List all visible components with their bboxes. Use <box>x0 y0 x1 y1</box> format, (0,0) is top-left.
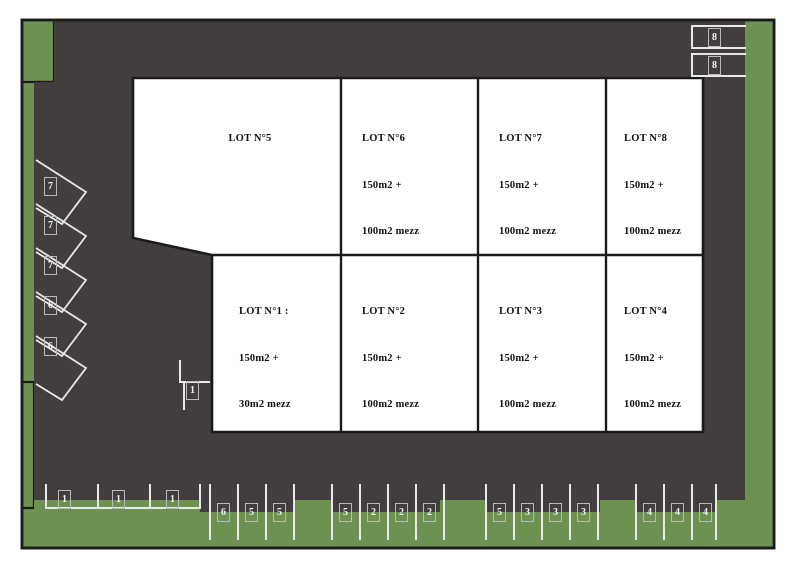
bay-number-bottom-5[interactable]: 5 <box>245 503 258 522</box>
parking-bottom-lines <box>45 484 717 540</box>
bay-6-a-outline[interactable] <box>35 291 88 358</box>
parking-top-right <box>691 25 746 77</box>
bay-number-bottom-13[interactable]: 3 <box>549 503 562 522</box>
parking-interior <box>179 360 210 410</box>
bay-8-b-outline[interactable] <box>691 53 746 77</box>
bay-number-top-right-2[interactable]: 8 <box>708 56 721 75</box>
green-notch-5 <box>716 500 774 548</box>
bay-number-bottom-2[interactable]: 1 <box>112 490 125 509</box>
driveway-right-arm <box>700 20 745 440</box>
bay-6-b-outline[interactable] <box>35 335 88 402</box>
building-block <box>131 76 705 434</box>
green-notch-2 <box>294 500 332 548</box>
bay-number-diagonal-1[interactable]: 7 <box>44 177 57 196</box>
bay-interior-1-outline[interactable] <box>179 360 210 383</box>
driveway-bottom-band <box>34 432 745 512</box>
bay-number-bottom-17[interactable]: 4 <box>699 503 712 522</box>
bay-7-b-outline[interactable] <box>35 203 88 270</box>
bay-number-bottom-7[interactable]: 5 <box>339 503 352 522</box>
bay-number-interior[interactable]: 1 <box>186 381 199 400</box>
parcel-outline <box>20 18 776 550</box>
green-notch-4 <box>600 500 636 548</box>
bay-number-bottom-16[interactable]: 4 <box>671 503 684 522</box>
bay-number-bottom-10[interactable]: 2 <box>423 503 436 522</box>
bay-number-bottom-3[interactable]: 1 <box>166 490 179 509</box>
bay-8-a-outline[interactable] <box>691 25 746 49</box>
bay-number-bottom-11[interactable]: 5 <box>493 503 506 522</box>
bay-number-diagonal-3[interactable]: 7 <box>44 256 57 275</box>
bay-7-c-outline[interactable] <box>35 247 88 314</box>
bay-number-bottom-14[interactable]: 3 <box>577 503 590 522</box>
bay-number-diagonal-2[interactable]: 7 <box>44 216 57 235</box>
bay-number-diagonal-4[interactable]: 6 <box>44 296 57 315</box>
green-notch-3 <box>440 500 486 548</box>
bay-number-top-right-1[interactable]: 8 <box>708 28 721 47</box>
bay-number-bottom-8[interactable]: 2 <box>367 503 380 522</box>
bay-number-bottom-6[interactable]: 5 <box>273 503 286 522</box>
parking-left-diagonal <box>35 159 88 402</box>
bay-number-bottom-15[interactable]: 4 <box>643 503 656 522</box>
bay-number-bottom-12[interactable]: 3 <box>521 503 534 522</box>
bay-number-diagonal-5[interactable]: 6 <box>44 337 57 356</box>
bay-number-bottom-1[interactable]: 1 <box>58 490 71 509</box>
bay-number-bottom-9[interactable]: 2 <box>395 503 408 522</box>
bay-number-bottom-4[interactable]: 6 <box>217 503 230 522</box>
